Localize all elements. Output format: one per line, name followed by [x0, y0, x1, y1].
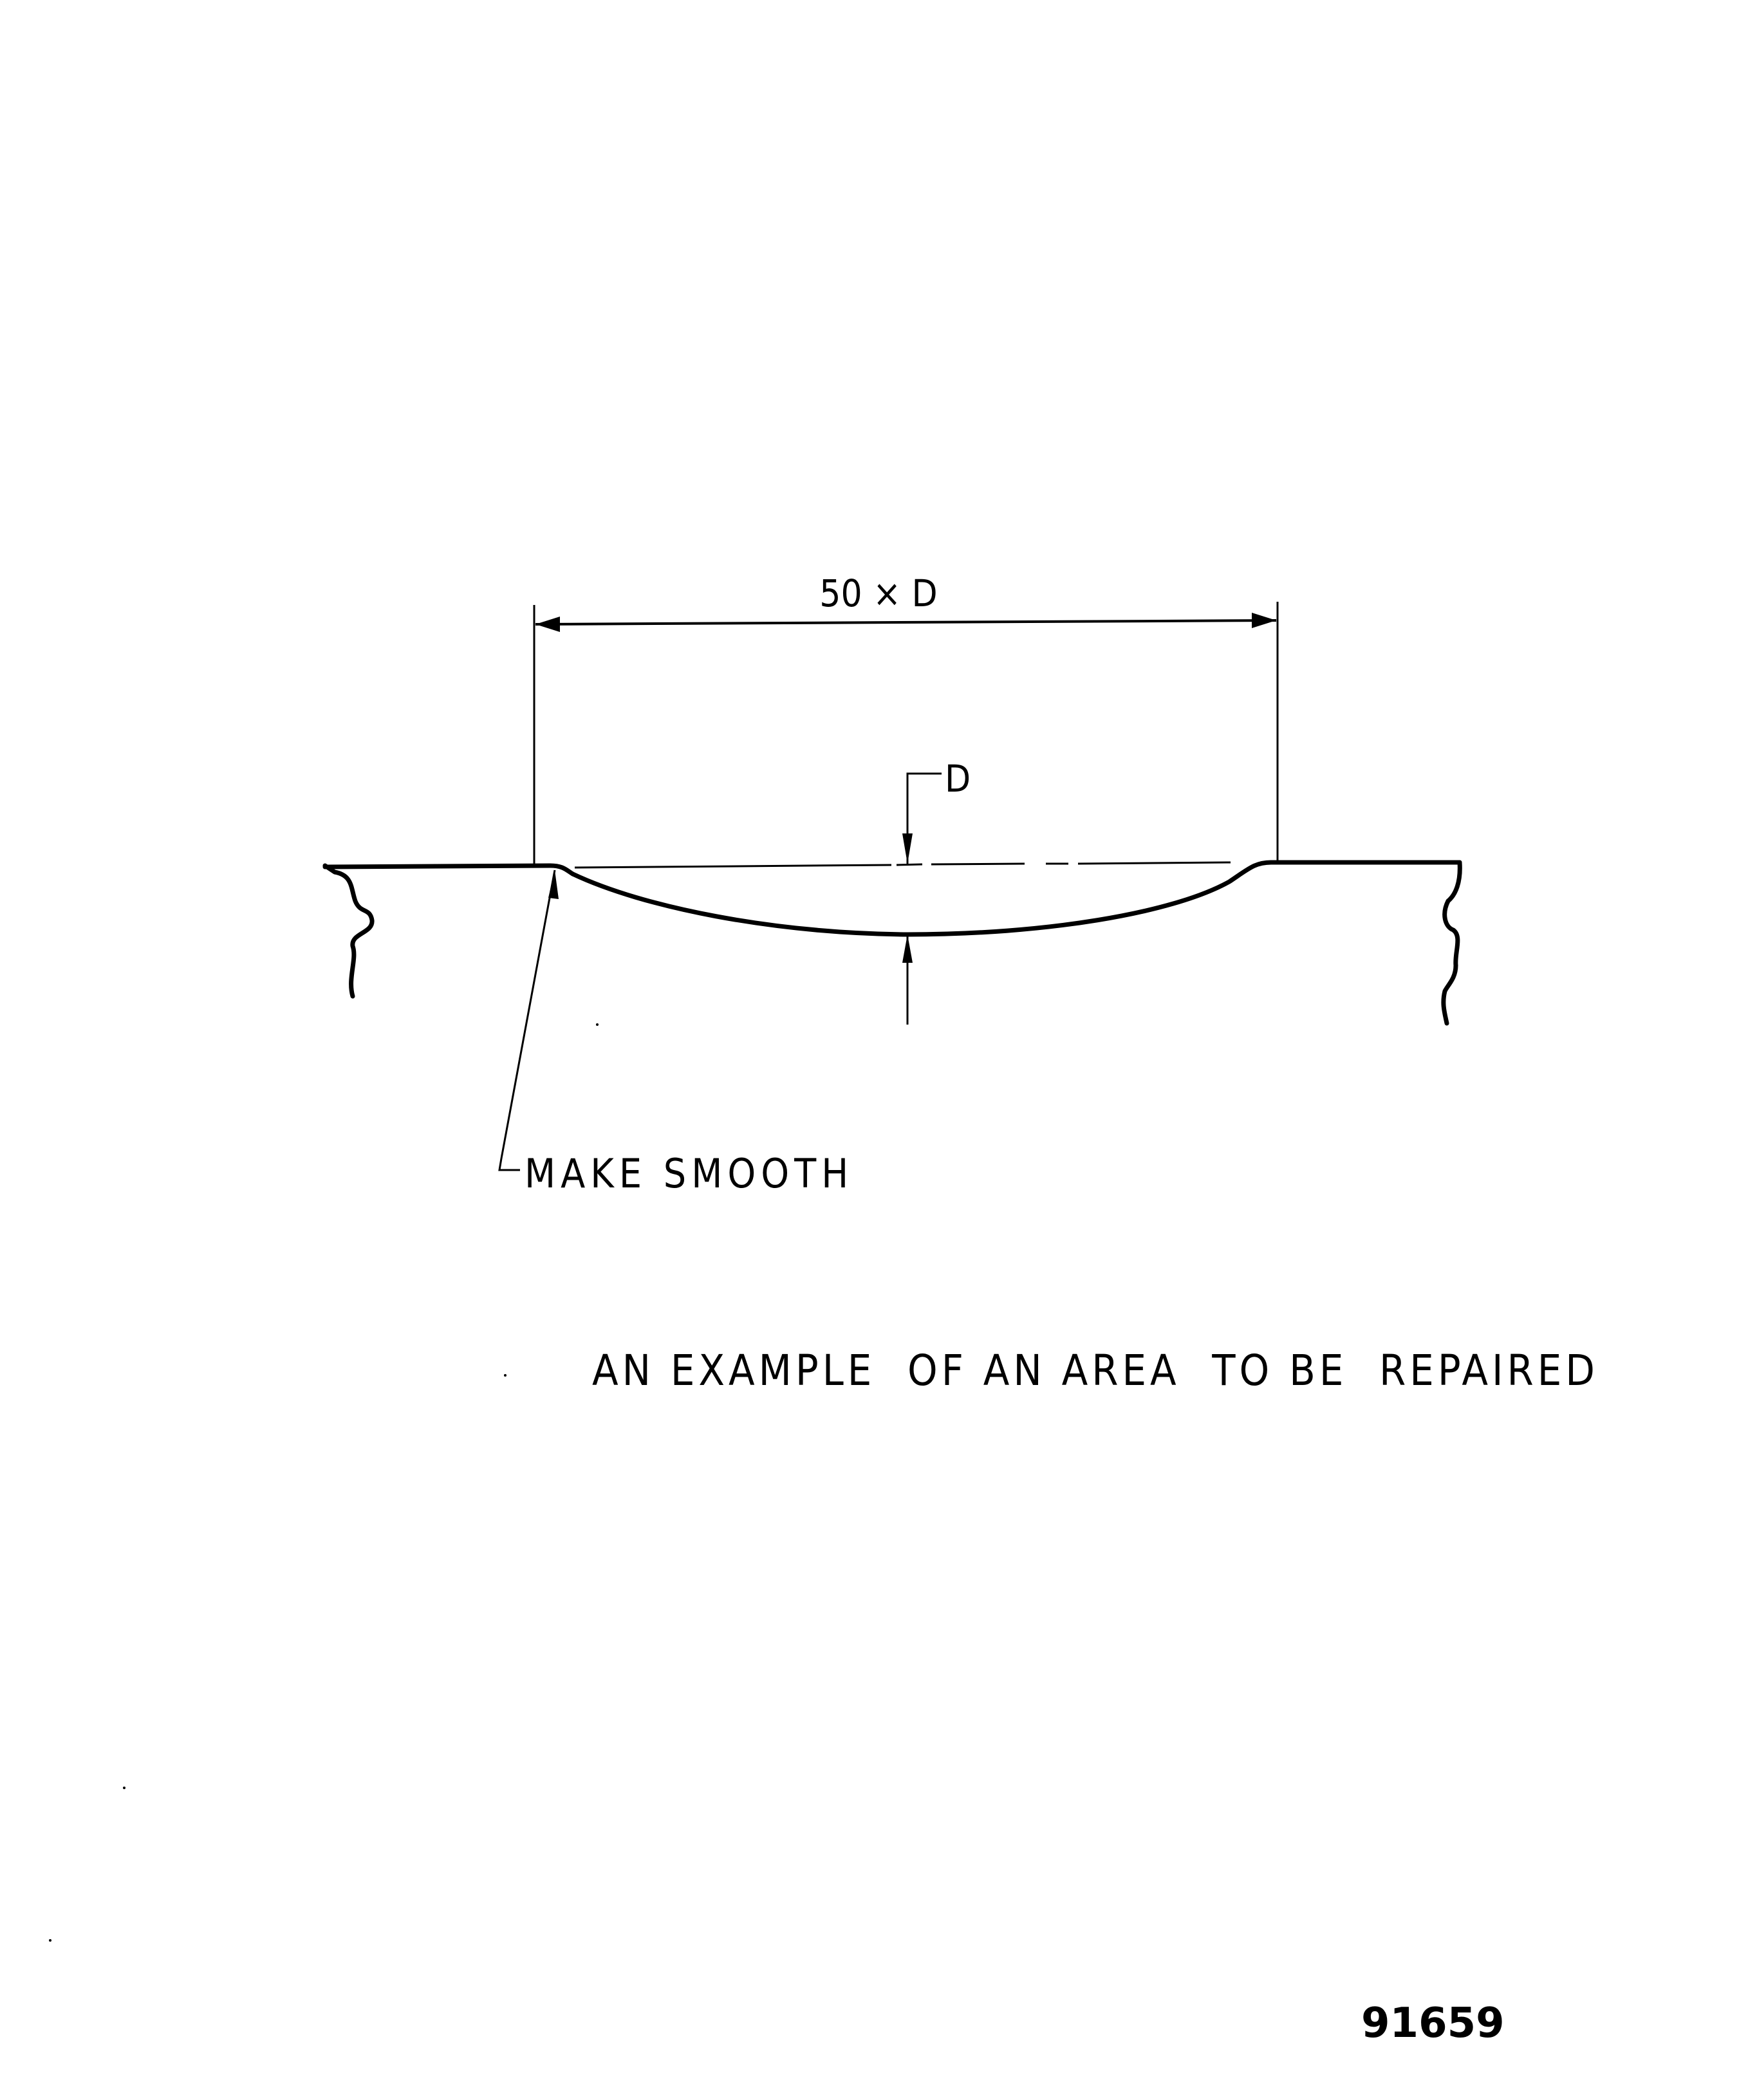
- figure-caption: AN EXAMPLE OF AN AREA TO BE REPAIRED: [592, 1346, 1599, 1395]
- make-smooth-note: MAKE SMOOTH: [525, 1150, 853, 1197]
- down-arrowhead-icon: [902, 833, 913, 864]
- scan-speck: [596, 1023, 599, 1026]
- right-arrowhead-icon: [1252, 613, 1276, 628]
- scan-speck: [504, 1374, 507, 1377]
- leader-arrowhead-icon: [548, 870, 559, 899]
- make-smooth-leader: MAKE SMOOTH: [498, 869, 853, 1197]
- surface-profile: [322, 860, 1462, 1026]
- left-arrowhead-icon: [535, 617, 560, 632]
- dimension-label: 50 × D: [819, 571, 937, 615]
- scan-speck: [49, 1939, 51, 1942]
- up-arrowhead-icon: [902, 934, 913, 963]
- scan-speck: [123, 1787, 126, 1789]
- figure-number: 91659: [1361, 2000, 1505, 2047]
- depth-dimension: D: [902, 757, 971, 1025]
- original-surface-dashed-line: [574, 861, 1231, 869]
- width-dimension: 50 × D: [535, 571, 1277, 632]
- depth-label: D: [945, 757, 971, 801]
